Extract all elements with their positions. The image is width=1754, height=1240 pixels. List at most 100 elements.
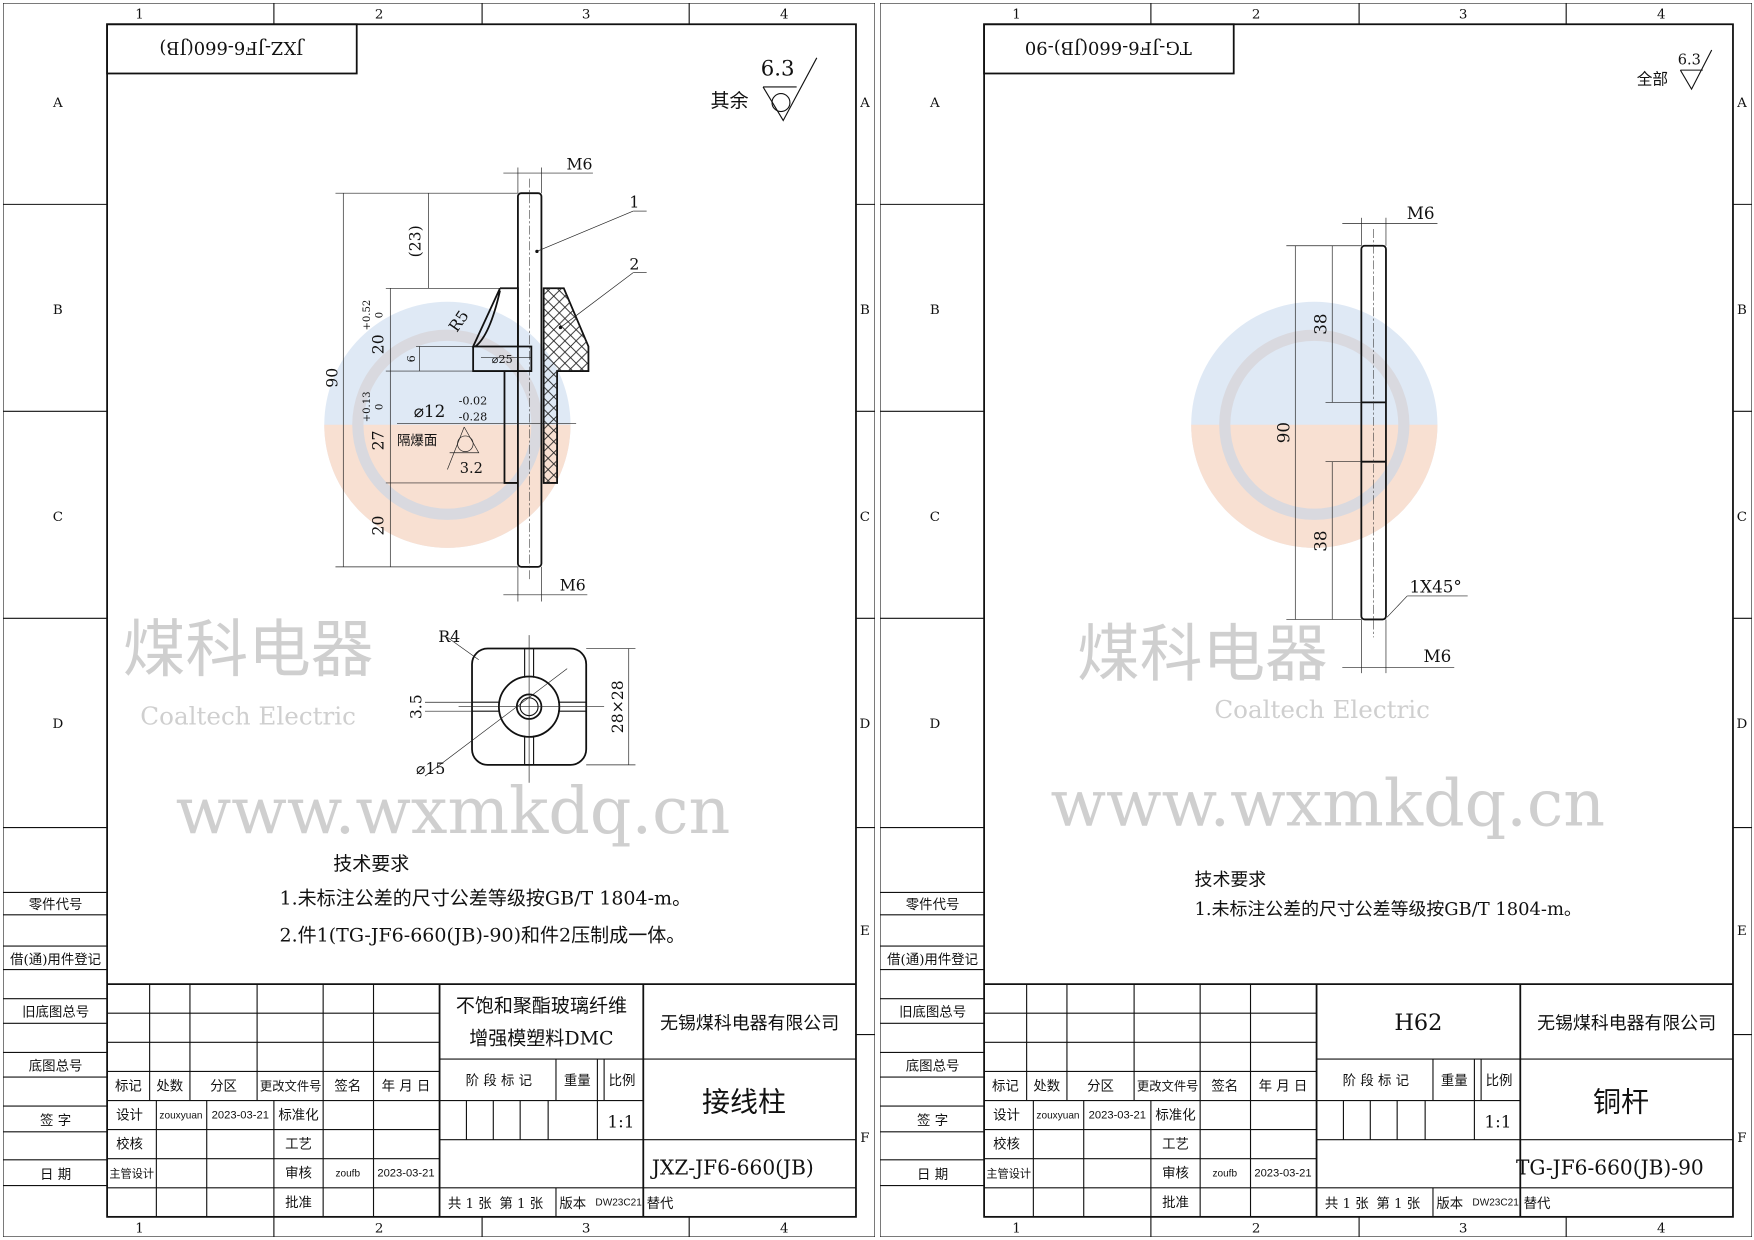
dim-20-upper: 20 <box>369 334 388 354</box>
th-count: 处数 <box>1033 1078 1060 1094</box>
th-zone: 分区 <box>1087 1078 1114 1094</box>
th-approve: 批准 <box>1162 1195 1189 1211</box>
zone-row-d: D <box>1737 717 1748 732</box>
material-line-2: 增强模塑料DMC <box>469 1028 613 1050</box>
zone-row-b: B <box>930 303 940 318</box>
side-label-old-base: 旧底图总号 <box>899 1005 966 1021</box>
balloon-part-1: 1 <box>629 193 639 212</box>
dim-27-tol-lower: 0 <box>374 404 385 410</box>
sheet-frame: 1 2 3 4 1 2 3 4 A B C D A B C D E F <box>880 3 1752 1237</box>
zone-row-e: E <box>1737 924 1747 939</box>
zone-row-a: A <box>929 96 940 111</box>
roughness-label: 其余 <box>710 90 748 112</box>
th-weight: 重量 <box>564 1073 591 1089</box>
th-review: 审核 <box>285 1166 312 1182</box>
dim-phi12-tol-upper: -0.02 <box>459 395 488 408</box>
dim-m6-bottom: M6 <box>1424 646 1452 666</box>
dim-phi25: ⌀25 <box>492 353 513 366</box>
sheet-canvas: 1 2 3 4 1 2 3 4 A B C D A B C D E F <box>880 3 1752 1237</box>
side-label-signature: 签 字 <box>40 1112 71 1129</box>
part-name: 接线柱 <box>702 1086 786 1119</box>
title-block: 标记 处数 分区 更改文件号 签名 年 月 日 设计 zouxyuan 2023… <box>984 983 1733 1217</box>
zone-row-c: C <box>53 510 63 525</box>
zone-col-2: 2 <box>1252 8 1261 23</box>
company-name: 无锡煤科电器有限公司 <box>1537 1013 1716 1034</box>
th-scale: 比例 <box>1486 1073 1513 1089</box>
header-code-inverted: TG-JF6-660(JB)-90 <box>1025 37 1192 58</box>
th-date: 年 月 日 <box>382 1078 431 1094</box>
th-change-doc: 更改文件号 <box>260 1078 322 1093</box>
dim-overall-90: 90 <box>323 368 342 388</box>
title-block: 标记 处数 分区 更改文件号 签名 年 月 日 设计 zouxyuan 2023… <box>107 983 856 1217</box>
zone-labels: 1 2 3 4 1 2 3 4 A B C D A B C D E F <box>929 8 1747 1237</box>
zone-row-e: E <box>860 924 870 939</box>
th-check: 校核 <box>993 1136 1020 1153</box>
material-line-1: H62 <box>1394 1010 1442 1036</box>
tech-title: 技术要求 <box>333 853 409 875</box>
roughness-symbol-icon <box>762 57 818 122</box>
zone-labels: 1 2 3 4 1 2 3 4 A B C D A B C D E F <box>52 8 870 1237</box>
roughness-note: 全部 6.3 <box>1637 49 1713 91</box>
sheet-canvas: 1 2 3 4 1 2 3 4 A B C D A B C D E F <box>3 3 875 1237</box>
version-value: DW23C21 <box>595 1198 642 1209</box>
th-weight: 重量 <box>1441 1073 1468 1089</box>
zone-col-2: 2 <box>375 1222 384 1237</box>
dim-20-lower: 20 <box>369 515 388 535</box>
review-date: 2023-03-21 <box>377 1168 434 1180</box>
drawing-code: JXZ-JF6-660(JB) <box>650 1155 814 1179</box>
header-code-box <box>983 23 1235 75</box>
zone-dividers <box>3 3 875 1237</box>
watermark-brand-en: Coaltech Electric <box>140 702 356 731</box>
designer-name: zouxyuan <box>159 1110 202 1121</box>
side-label-base: 底图总号 <box>29 1058 83 1074</box>
th-design: 设计 <box>993 1108 1020 1124</box>
side-label-boxes <box>3 891 108 1187</box>
roughness-note: 其余 6.3 <box>710 57 818 122</box>
drawing-code: TG-JF6-660(JB)-90 <box>1516 1155 1704 1179</box>
replace-label: 替代 <box>647 1196 674 1212</box>
th-mark: 标记 <box>115 1078 142 1094</box>
sheets-total: 共 1 张 <box>448 1196 492 1212</box>
zone-row-c: C <box>930 510 940 525</box>
th-count: 处数 <box>156 1078 183 1094</box>
zone-col-4: 4 <box>780 8 789 23</box>
roughness-label: 全部 <box>1637 70 1668 89</box>
tech-item-2: 2.件1(TG-JF6-660(JB)-90)和件2压制成一体。 <box>279 925 685 947</box>
flameproof-surface-label: 隔爆面 <box>397 433 437 449</box>
side-labels: 零件代号 借(通)用件登记 旧底图总号 底图总号 签 字 日 期 <box>10 897 101 1183</box>
watermark-url: www.wxmkdq.cn <box>1050 766 1605 841</box>
material-cell: 不饱和聚酯玻璃纤维 增强模塑料DMC <box>456 995 627 1049</box>
side-label-signature: 签 字 <box>917 1112 948 1129</box>
zone-row-c: C <box>1737 510 1747 525</box>
tech-title: 技术要求 <box>1195 870 1267 891</box>
zone-row-a: A <box>859 96 870 111</box>
zone-row-d: D <box>929 717 940 732</box>
dim-28x28: 28×28 <box>608 680 627 733</box>
design-date: 2023-03-21 <box>1089 1109 1146 1121</box>
side-label-part-code: 零件代号 <box>906 897 960 913</box>
zone-row-a: A <box>52 96 63 111</box>
side-label-base: 底图总号 <box>906 1058 960 1074</box>
th-process: 工艺 <box>1162 1137 1189 1153</box>
zone-dividers <box>880 3 1752 1237</box>
version-label: 版本 <box>559 1196 586 1212</box>
zone-col-1: 1 <box>1012 1222 1021 1237</box>
watermark: 煤科电器 Coaltech Electric www.wxmkdq.cn <box>123 301 730 849</box>
th-standardize: 标准化 <box>278 1108 318 1124</box>
drawing-sheet-copper-rod: 1 2 3 4 1 2 3 4 A B C D A B C D E F <box>880 3 1752 1237</box>
dim-m6-top: M6 <box>1407 203 1435 223</box>
zone-col-3: 3 <box>582 8 591 23</box>
th-process: 工艺 <box>285 1137 312 1153</box>
material-line-1: 不饱和聚酯玻璃纤维 <box>456 995 627 1017</box>
dim-38-top: 38 <box>1311 313 1331 334</box>
dim-chamfer: 1X45° <box>1409 577 1461 597</box>
dim-m6-bottom: M6 <box>560 575 586 594</box>
side-label-old-base: 旧底图总号 <box>22 1005 89 1021</box>
tech-item-1: 1.未标注公差的尺寸公差等级按GB/T 1804-m。 <box>279 888 691 910</box>
tech-requirements: 技术要求 1.未标注公差的尺寸公差等级按GB/T 1804-m。 2.件1(TG… <box>279 853 691 947</box>
th-check: 校核 <box>116 1136 143 1153</box>
side-labels: 零件代号 借(通)用件登记 旧底图总号 底图总号 签 字 日 期 <box>887 897 978 1183</box>
roughness-value: 6.3 <box>1678 53 1701 69</box>
th-change-doc: 更改文件号 <box>1137 1078 1199 1093</box>
dim-r4: R4 <box>438 627 460 646</box>
